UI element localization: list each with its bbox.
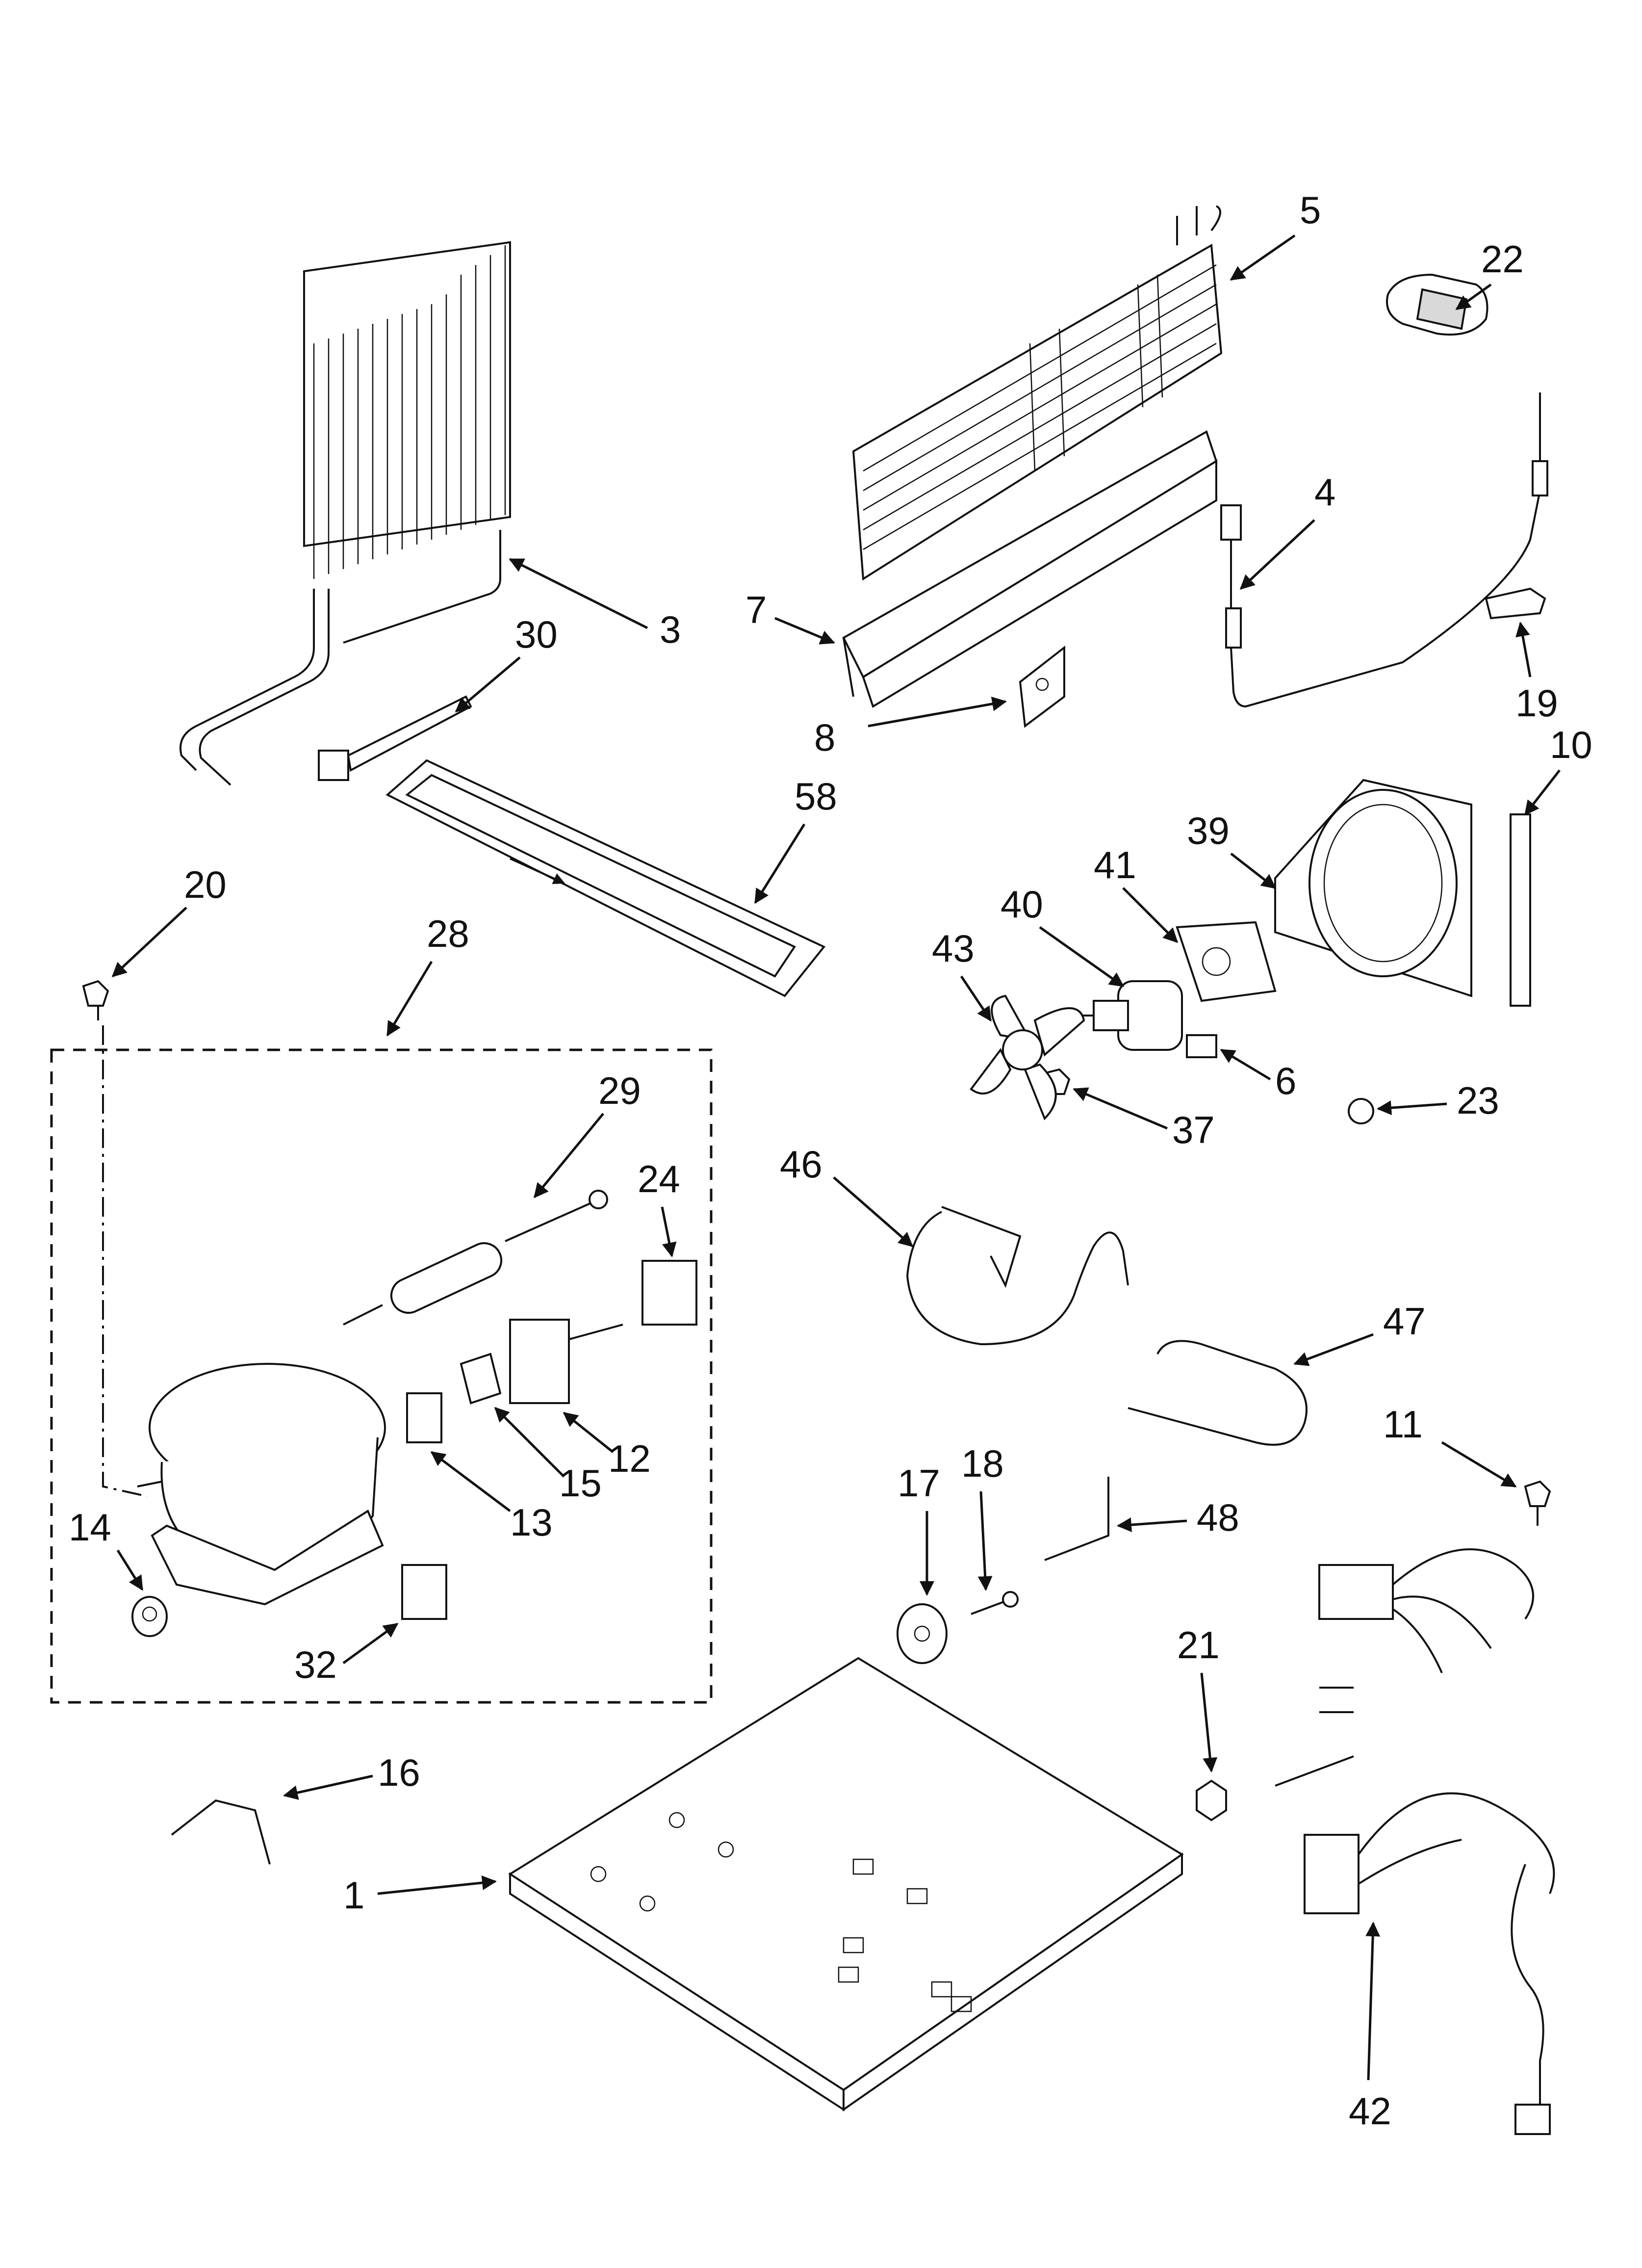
label-47: 47 (1383, 1300, 1426, 1343)
label-39: 39 (1187, 809, 1230, 852)
label-18: 18 (961, 1442, 1004, 1485)
label-22: 22 (1481, 237, 1524, 281)
label-4: 4 (1314, 470, 1335, 514)
compressor-assembly-boundary (50, 1048, 713, 1704)
label-41: 41 (1094, 843, 1136, 886)
evaporator (852, 205, 1223, 581)
ground-screw (1524, 1480, 1551, 1526)
start-relay (460, 1353, 502, 1405)
label-19: 19 (1515, 681, 1558, 725)
thermistor (1220, 392, 1548, 708)
grommet (1348, 1098, 1374, 1124)
label-17: 17 (898, 1461, 940, 1505)
tube-47 (1128, 1340, 1308, 1446)
label-29: 29 (598, 1069, 641, 1112)
terminal-block (406, 1392, 442, 1443)
part-labels: 5 22 3 4 7 30 8 19 10 58 39 41 20 40 28 … (69, 188, 1592, 2133)
label-28: 28 (427, 912, 469, 955)
label-3: 3 (660, 608, 681, 651)
label-23: 23 (1457, 1079, 1499, 1122)
label-12: 12 (608, 1437, 651, 1480)
label-1: 1 (343, 1874, 364, 1917)
fan-shroud (1274, 779, 1472, 997)
condenser-coil (180, 241, 511, 786)
overload-protector (641, 1260, 697, 1326)
label-6: 6 (1275, 1059, 1296, 1102)
label-46: 46 (780, 1143, 822, 1186)
evaporator-drain-trough (842, 430, 1218, 708)
cap (1386, 273, 1488, 336)
wire-clip (171, 1799, 271, 1865)
compressor (137, 1363, 386, 1606)
cable-tie (318, 695, 472, 781)
screw (1186, 1034, 1217, 1058)
label-42: 42 (1349, 2089, 1391, 2133)
relay-cover (509, 1319, 623, 1404)
label-43: 43 (932, 927, 975, 970)
hex-nut (1196, 1779, 1227, 1822)
label-40: 40 (1001, 883, 1043, 926)
thermistor-clip (1485, 587, 1546, 620)
label-32: 32 (294, 1643, 337, 1686)
axle-pin (971, 1591, 1019, 1615)
label-8: 8 (814, 716, 835, 759)
fan-motor (1069, 980, 1183, 1051)
foam-strip (1510, 813, 1531, 1007)
tube-48 (1044, 1477, 1109, 1561)
label-30: 30 (515, 613, 558, 656)
label-24: 24 (638, 1157, 680, 1200)
label-37: 37 (1172, 1108, 1215, 1151)
tube-46 (906, 1206, 1129, 1346)
label-21: 21 (1177, 1623, 1220, 1667)
label-15: 15 (559, 1461, 602, 1505)
filter-drier (343, 1190, 608, 1326)
label-14: 14 (69, 1506, 111, 1549)
screw-20 (82, 980, 148, 1497)
label-5: 5 (1300, 188, 1321, 232)
roller (897, 1603, 948, 1664)
label-7: 7 (745, 588, 767, 631)
capacitor (401, 1564, 447, 1620)
label-13: 13 (510, 1501, 553, 1544)
drain-pan (385, 759, 826, 997)
motor-bracket (1176, 921, 1277, 1002)
label-58: 58 (795, 775, 837, 818)
clip (1019, 645, 1065, 728)
fan-blade (970, 994, 1085, 1121)
base-frame (508, 1657, 1184, 2112)
label-20: 20 (184, 863, 227, 906)
compressor-grommet (131, 1596, 168, 1637)
label-48: 48 (1197, 1496, 1239, 1539)
label-11: 11 (1383, 1403, 1423, 1446)
wiring-harness (1275, 1548, 1555, 2135)
label-10: 10 (1550, 723, 1592, 766)
label-16: 16 (378, 1751, 420, 1794)
